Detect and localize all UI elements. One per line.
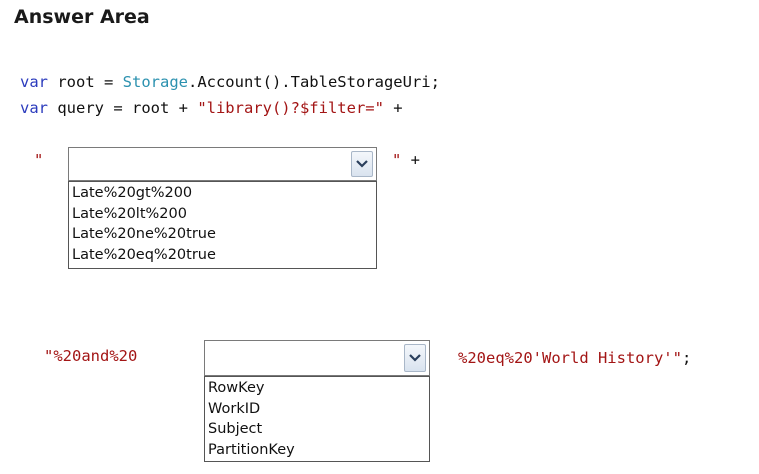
code-line-2: var query = root + "library()?$filter=" …: [20, 99, 403, 117]
chevron-down-icon: [409, 354, 421, 362]
keyword-var: var: [20, 99, 48, 117]
keyword-var: var: [20, 73, 48, 91]
filter-option[interactable]: Late%20lt%200: [72, 205, 187, 222]
key-option[interactable]: PartitionKey: [208, 441, 295, 458]
filter-dropdown[interactable]: [68, 147, 377, 181]
row1-suffix-plus: +: [401, 151, 421, 169]
answer-area-title: Answer Area: [14, 6, 150, 28]
row2-suffix-string: %20eq%20'World History'": [458, 349, 682, 367]
filter-option[interactable]: Late%20ne%20true: [72, 226, 216, 242]
chevron-down-icon: [356, 160, 368, 168]
key-dropdown-button[interactable]: [404, 344, 426, 372]
row1-suffix: " +: [392, 151, 420, 169]
code-text: .Account().TableStorageUri;: [187, 73, 440, 91]
filter-dropdown-selected: [69, 148, 376, 180]
row2-prefix: "%20and%20: [44, 347, 138, 365]
filter-option[interactable]: Late%20eq%20true: [72, 246, 216, 263]
code-text: +: [383, 99, 403, 117]
key-options-list: RowKey WorkID Subject PartitionKey: [204, 376, 430, 462]
row2-terminator: ;: [681, 349, 692, 367]
type-storage: Storage: [122, 73, 188, 91]
row2-suffix: %20eq%20'World History'";: [458, 349, 691, 367]
row1-prefix-quote: ": [34, 151, 44, 169]
key-dropdown[interactable]: [204, 340, 430, 376]
code-line-1: var root = Storage.Account().TableStorag…: [20, 73, 440, 91]
code-text: query = root +: [48, 99, 198, 117]
filter-option[interactable]: Late%20gt%200: [72, 185, 193, 201]
code-text: root =: [48, 73, 123, 91]
key-option[interactable]: Subject: [208, 421, 263, 437]
row1-suffix-quote: ": [392, 151, 402, 169]
key-option[interactable]: WorkID: [208, 400, 261, 417]
key-option[interactable]: RowKey: [208, 380, 265, 396]
key-dropdown-selected: [205, 341, 429, 375]
string-literal: "library()?$filter=": [197, 99, 384, 117]
filter-options-list: Late%20gt%200 Late%20lt%200 Late%20ne%20…: [68, 181, 377, 269]
filter-dropdown-button[interactable]: [351, 151, 373, 177]
